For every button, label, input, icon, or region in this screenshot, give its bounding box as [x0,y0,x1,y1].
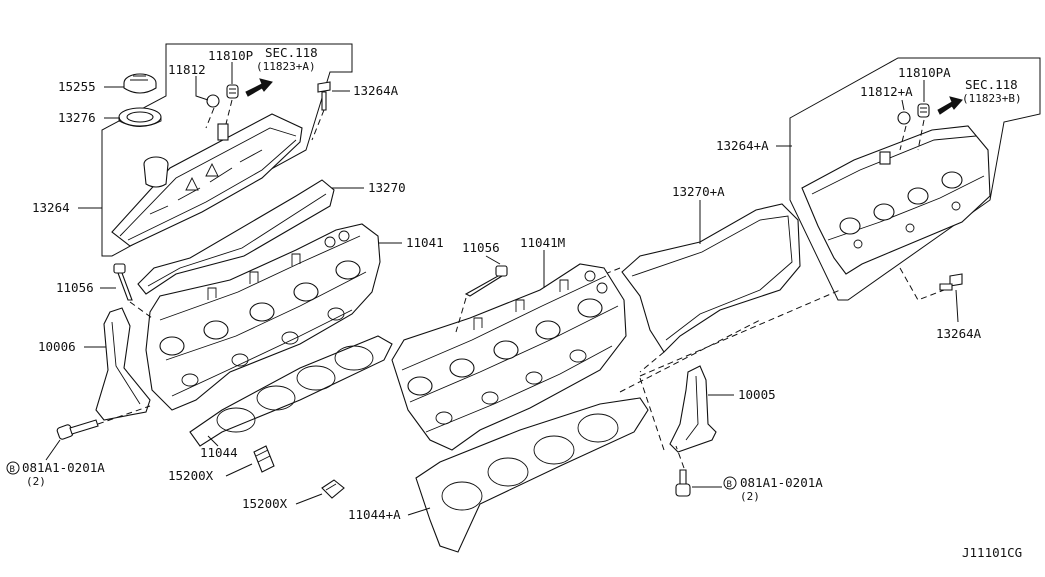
label-11056-left: 11056 [56,280,94,295]
label-11823a: (11823+A) [256,60,316,73]
diagram-code: J11101CG [962,545,1022,560]
label-qty-left: (2) [26,475,46,488]
label-11810pa: 11810PA [898,65,951,80]
grommet-right[interactable] [897,111,911,125]
plug-15200x-b[interactable] [321,479,345,499]
label-13264: 13264 [32,200,70,215]
label-11044-a: 11044+A [348,507,401,522]
flange-mark-right-icon [723,476,737,490]
label-13264a-left: 13264A [353,83,399,98]
label-11041m: 11041M [520,235,565,250]
head-gasket-right[interactable] [415,397,649,553]
label-sec118-left: SEC.118 [265,45,318,60]
label-11056-right: 11056 [462,240,500,255]
flange-bolt-left[interactable] [56,419,99,440]
right-cylinder-head[interactable] [391,263,627,451]
cap-gasket[interactable] [118,107,162,127]
label-13270-a: 13270+A [672,184,725,199]
stud-13264a-right[interactable] [939,273,963,291]
flange-bolt-right[interactable] [675,469,691,497]
label-10005: 10005 [738,387,776,402]
bracket-10006[interactable] [95,307,151,421]
grommet-left[interactable] [206,94,220,108]
label-13264-a: 13264+A [716,138,769,153]
label-qty-right: (2) [740,490,760,503]
pcv-valve-right[interactable] [917,103,930,118]
label-13276: 13276 [58,110,96,125]
label-15255: 15255 [58,79,96,94]
label-13264a-right: 13264A [936,326,982,341]
head-bolt-left[interactable] [113,263,133,301]
label-10006: 10006 [38,339,76,354]
head-bolt-right[interactable] [464,265,508,297]
label-11812-a: 11812+A [860,84,913,99]
bracket-10005[interactable] [669,365,717,453]
label-15200x-b: 15200X [242,496,288,511]
right-valve-cover[interactable] [801,125,991,275]
label-081a1-left: 081A1-0201A [22,460,105,475]
label-11041: 11041 [406,235,444,250]
label-11044: 11044 [200,445,238,460]
right-cover-gasket[interactable] [621,203,801,353]
right-cover-group-frame [789,57,1041,301]
label-sec118-right: SEC.118 [965,77,1018,92]
left-cylinder-head[interactable] [145,223,381,411]
label-11810p: 11810P [208,48,253,63]
plug-15200x-a[interactable] [253,445,275,473]
flange-mark-left: B [10,465,15,475]
label-15200x-a: 15200X [168,468,214,483]
pcv-valve-left[interactable] [226,84,239,99]
left-valve-cover[interactable] [111,113,303,247]
label-081a1-right: 081A1-0201A [740,475,823,490]
sec-arrow-left-icon [245,78,273,97]
sec-arrow-right-icon [937,96,963,115]
flange-mark-right: B [727,480,732,490]
label-11812: 11812 [168,62,206,77]
stud-13264a-left[interactable] [317,81,331,111]
label-11823b: (11823+B) [962,92,1022,105]
label-13270: 13270 [368,180,406,195]
flange-mark-left-icon [6,461,20,475]
oil-filler-cap[interactable] [123,73,157,94]
